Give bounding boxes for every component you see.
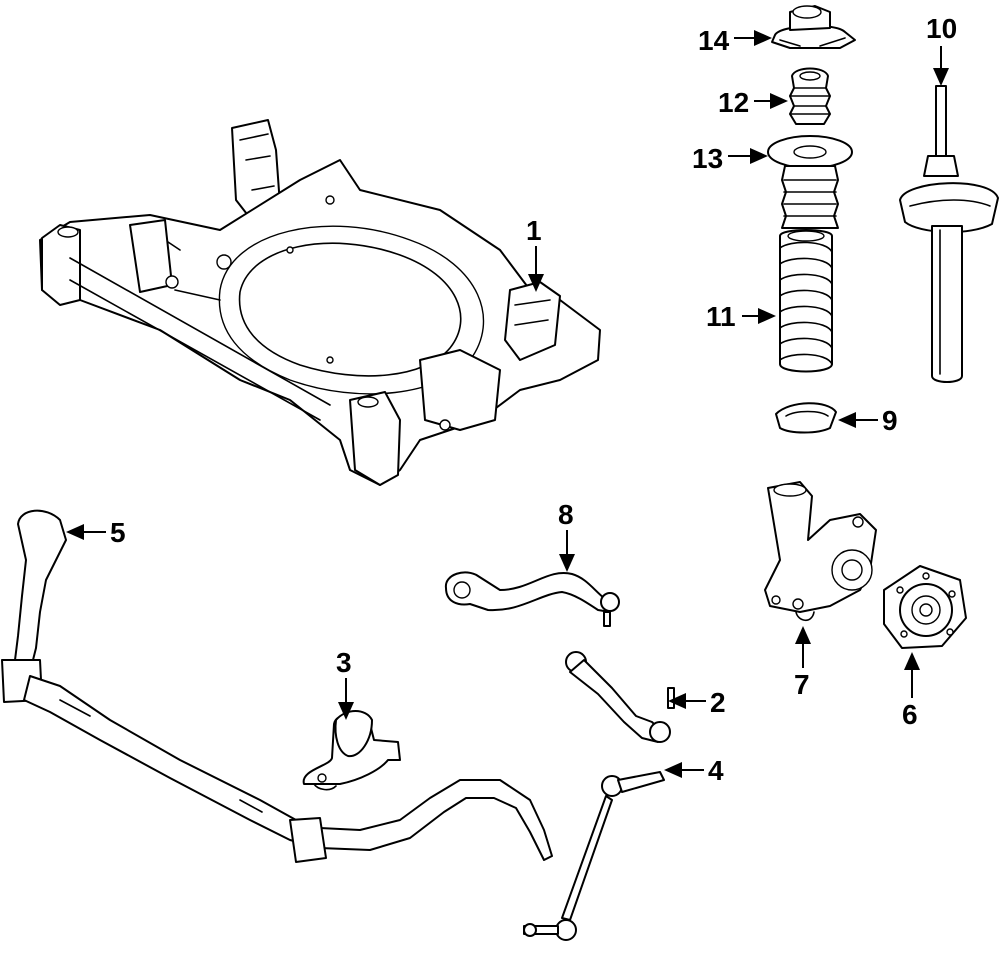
bushing-clamp-part[interactable]: [302, 710, 401, 791]
callout-number: 9: [882, 405, 898, 436]
callout-number: 7: [794, 669, 810, 700]
stabilizer-bar-part[interactable]: [1, 509, 553, 863]
callout-14: 14: [698, 25, 772, 56]
coil-spring-part[interactable]: [779, 229, 833, 373]
callout-number: 2: [710, 687, 726, 718]
callout-1: 1: [526, 215, 544, 292]
hub-bearing-part[interactable]: [883, 565, 967, 649]
callout-12: 12: [718, 87, 788, 118]
callout-4: 4: [664, 755, 724, 786]
dust-boot-part[interactable]: [767, 135, 853, 229]
callout-number: 1: [526, 215, 542, 246]
callout-number: 8: [558, 499, 574, 530]
callout-13: 13: [692, 143, 768, 174]
callout-7: 7: [794, 626, 811, 700]
spring-seat-part[interactable]: [775, 402, 837, 434]
steering-knuckle-part[interactable]: [764, 481, 877, 622]
callout-9: 9: [838, 405, 898, 436]
callout-number: 13: [692, 143, 723, 174]
callout-3: 3: [336, 647, 354, 720]
callout-11: 11: [706, 301, 776, 332]
crossmember-part[interactable]: [39, 119, 601, 486]
callout-number: 12: [718, 87, 749, 118]
upper-mount-part[interactable]: [771, 5, 856, 49]
front-control-arm-part[interactable]: [444, 571, 620, 627]
callout-8: 8: [558, 499, 575, 572]
callout-number: 14: [698, 25, 730, 56]
stabilizer-link-part[interactable]: [523, 771, 665, 941]
callout-number: 6: [902, 699, 918, 730]
callout-6: 6: [902, 652, 920, 730]
rear-control-arm-part[interactable]: [565, 651, 675, 743]
callout-number: 3: [336, 647, 352, 678]
callout-number: 11: [706, 301, 736, 332]
callout-number: 10: [926, 13, 957, 44]
bump-stop-part[interactable]: [789, 67, 831, 125]
callout-2: 2: [668, 687, 726, 718]
callout-number: 5: [110, 517, 126, 548]
callout-10: 10: [926, 13, 957, 86]
callout-number: 4: [708, 755, 724, 786]
callout-5: 5: [66, 517, 126, 548]
strut-part[interactable]: [899, 85, 999, 383]
